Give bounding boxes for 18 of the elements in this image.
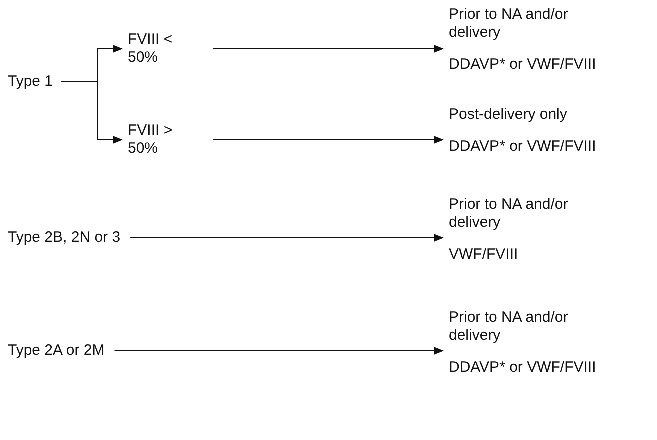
arrow bbox=[212, 136, 444, 144]
treatment-text: DDAVP* or VWF/FVIII bbox=[449, 56, 596, 74]
node-label: Prior to NA and/or delivery bbox=[449, 6, 570, 42]
node-label: Prior to NA and/or delivery bbox=[449, 196, 570, 232]
arrow bbox=[60, 82, 123, 144]
treatment-text: DDAVP* or VWF/FVIII bbox=[449, 138, 596, 156]
node-label: Type 2B, 2N or 3 bbox=[8, 229, 121, 247]
arrow bbox=[130, 234, 444, 242]
arrow bbox=[114, 347, 444, 355]
node-label: FVIII > 50% bbox=[128, 122, 174, 158]
treatment-text: VWF/FVIII bbox=[449, 246, 518, 264]
treatment-text: DDAVP* or VWF/FVIII bbox=[449, 359, 596, 377]
arrow bbox=[212, 45, 444, 53]
node-label: Type 2A or 2M bbox=[8, 342, 105, 360]
node-label: Type 1 bbox=[8, 73, 54, 91]
node-label: Prior to NA and/or delivery bbox=[449, 309, 570, 345]
node-label: Post-delivery only bbox=[449, 106, 568, 124]
node-label: FVIII < 50% bbox=[128, 31, 174, 67]
